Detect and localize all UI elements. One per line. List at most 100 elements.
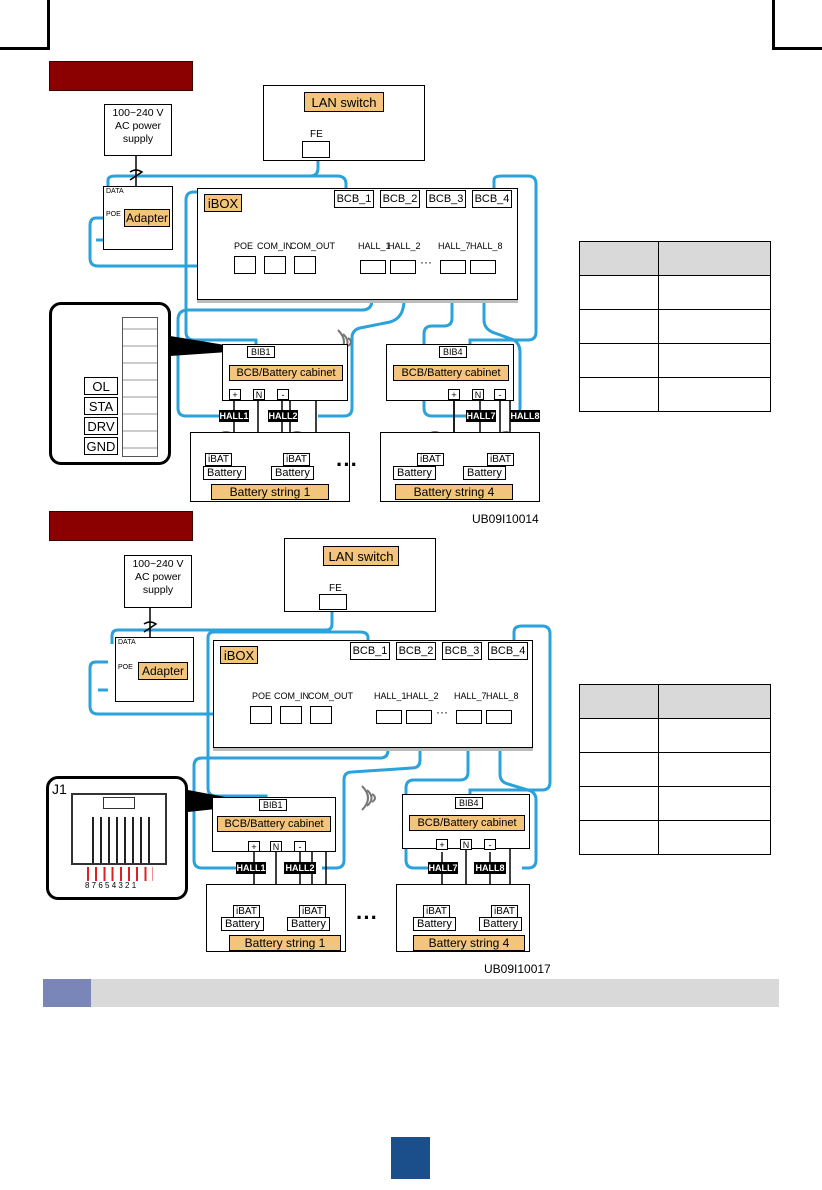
hall-8-label-1: HALL_8 [470, 241, 503, 251]
adapter-data-port-1: DATA [106, 188, 124, 195]
com-in-label-2: COM_IN [274, 691, 310, 701]
hall7-sensor-d1: HALL7 [466, 410, 496, 422]
lan-switch-label-1: LAN switch [304, 92, 384, 112]
battery-string-1-label-d2: Battery string 1 [229, 935, 341, 951]
hall-8-label-2: HALL_8 [486, 691, 519, 701]
adapter-label-1: Adapter [124, 209, 170, 227]
terminal-strip-d1 [122, 317, 158, 457]
plus-terminal-1-d2: + [248, 841, 260, 852]
minus-terminal-4-d2: - [484, 839, 496, 850]
hall-7-label-2: HALL_7 [454, 691, 487, 701]
cabinet-name-1-d2: BCB/Battery cabinet [217, 816, 331, 832]
adapter-data-port-2: DATA [118, 639, 136, 646]
battery-4a-d1: Battery [393, 466, 436, 480]
battery-string-4-d1: iBAT Battery iBAT Battery Battery string… [380, 432, 540, 502]
minus-terminal-4-d1: - [494, 389, 506, 400]
ac-power-supply-label-1: 100~240 V AC power supply [112, 107, 164, 145]
hall-2-label-2: HALL_2 [406, 691, 439, 701]
adapter-poe-port-2: POE [118, 664, 133, 671]
rj45-latch [103, 797, 135, 809]
info-table-2-row [579, 718, 771, 753]
hall-1-port-2 [376, 710, 402, 724]
dots-d2: ··· [356, 905, 378, 930]
hall1-sensor-d2: HALL1 [236, 862, 266, 874]
cabinet-name-4-d2: BCB/Battery cabinet [409, 815, 525, 831]
cabinet-name-1-d1: BCB/Battery cabinet [229, 365, 343, 381]
poe-label-1: POE [234, 241, 254, 251]
bcb-1-port-2: BCB_1 [350, 642, 390, 660]
hall-7-port-2 [456, 710, 482, 724]
dots-d1: ··· [336, 452, 358, 477]
section-header-bar-2 [49, 511, 193, 541]
adapter-1: DATA POE Adapter [103, 186, 173, 250]
terminal-block-inset-d1: OL STA DRV GND [49, 302, 171, 465]
rj45-jack [71, 793, 167, 865]
j1-label: J1 [52, 781, 67, 797]
plus-terminal-1-d1: + [229, 389, 241, 400]
bib4-label-d2: BIB4 [455, 797, 483, 809]
sta-terminal-label: STA [84, 397, 118, 415]
hall1-sensor-d1: HALL1 [219, 410, 249, 422]
info-table-2-header [579, 684, 771, 719]
battery-1a-d2: Battery [221, 917, 264, 931]
fe-port-1 [302, 141, 330, 158]
j1-connector-inset: J1 8 7 6 5 4 3 2 1 [46, 776, 188, 900]
note-bar [43, 979, 779, 1007]
ac-power-supply-label-2: 100~240 V AC power supply [132, 558, 184, 596]
com-out-label-1: COM_OUT [290, 241, 335, 251]
rj45-pins [87, 817, 153, 863]
fe-port-label-1: FE [310, 129, 323, 140]
hall-1-label-2: HALL_1 [374, 691, 407, 701]
bcb-cabinet-4-d1: BIB4 BCB/Battery cabinet [386, 344, 514, 401]
battery-4a-d2: Battery [413, 917, 456, 931]
bcb-4-port-1: BCB_4 [472, 190, 512, 208]
drv-terminal-label: DRV [84, 417, 118, 435]
hall-7-port-1 [440, 260, 466, 274]
battery-1b-d2: Battery [287, 917, 330, 931]
info-table-1-header [579, 241, 771, 276]
corner-mark-right [772, 0, 822, 50]
lan-switch-label-2: LAN switch [323, 546, 399, 566]
hall7-sensor-d2: HALL7 [428, 862, 458, 874]
poe-label-2: POE [252, 691, 272, 701]
com-in-port-2 [280, 706, 302, 724]
gnd-terminal-label: GND [84, 437, 118, 455]
ac-power-supply-2: 100~240 V AC power supply [124, 555, 192, 608]
hall8-sensor-d1: HALL8 [510, 410, 540, 422]
battery-1b-d1: Battery [271, 466, 314, 480]
ibox-1: iBOX BCB_1 BCB_2 BCB_3 BCB_4 POE COM_IN … [197, 188, 518, 300]
adapter-poe-port-1: POE [106, 211, 121, 218]
adapter-2: DATA POE Adapter [115, 637, 194, 702]
n-terminal-4-d1: N [472, 389, 484, 400]
figure-id-1: UB09I10014 [472, 512, 539, 526]
com-in-port-1 [264, 256, 286, 274]
info-table-1-row [579, 309, 771, 344]
com-out-port-2 [310, 706, 332, 724]
minus-terminal-1-d2: - [294, 841, 306, 852]
hall-1-label-1: HALL_1 [358, 241, 391, 251]
battery-string-1-d1: iBAT Battery iBAT Battery Battery string… [190, 432, 350, 502]
lan-switch-1: LAN switch FE [263, 85, 425, 161]
n-terminal-1-d1: N [253, 389, 265, 400]
hall-2-port-1 [390, 260, 416, 274]
bcb-1-port-1: BCB_1 [334, 190, 374, 208]
battery-string-4-label-d2: Battery string 4 [413, 935, 525, 951]
hall-8-port-1 [470, 260, 496, 274]
com-out-port-1 [294, 256, 316, 274]
hall-1-port-1 [360, 260, 386, 274]
fe-port-2 [319, 594, 347, 610]
figure-id-2: UB09I10017 [484, 962, 551, 976]
bcb-2-port-1: BCB_2 [380, 190, 420, 208]
battery-string-1-label-d1: Battery string 1 [211, 484, 329, 500]
info-table-2-row [579, 752, 771, 787]
plus-terminal-4-d1: + [448, 389, 460, 400]
battery-1a-d1: Battery [203, 466, 246, 480]
poe-port-2 [250, 706, 272, 724]
page-number-badge [391, 1137, 430, 1179]
battery-string-1-d2: iBAT Battery iBAT Battery Battery string… [206, 884, 346, 952]
section-header-bar-1 [49, 61, 193, 91]
info-table-2 [579, 684, 771, 855]
corner-mark-left [0, 0, 50, 50]
battery-4b-d2: Battery [479, 917, 522, 931]
cabinet-name-4-d1: BCB/Battery cabinet [393, 365, 509, 381]
